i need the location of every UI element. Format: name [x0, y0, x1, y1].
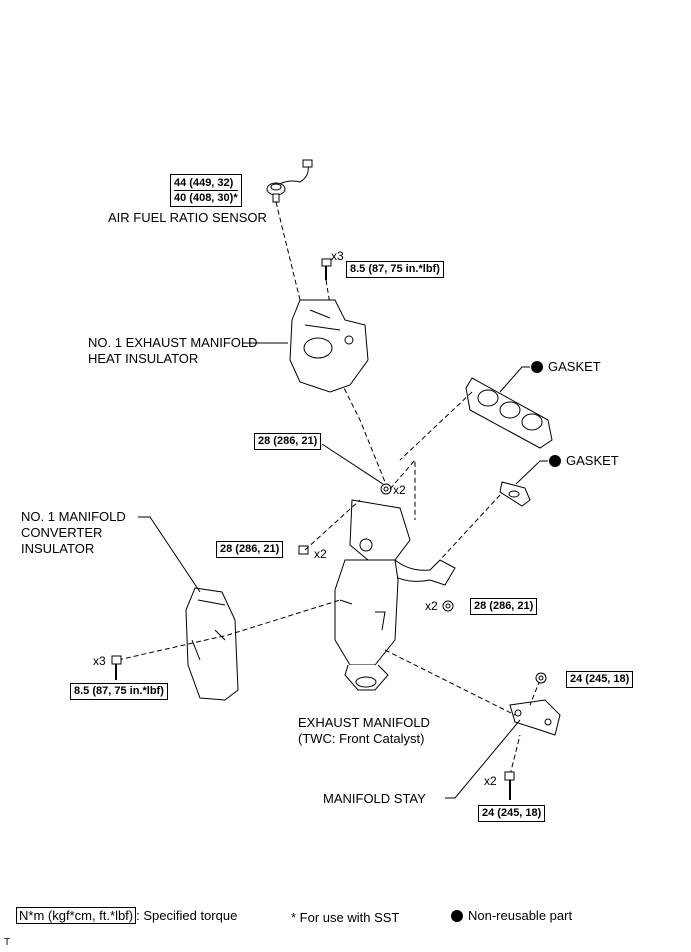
legend-non-reusable: Non-reusable part [451, 907, 572, 925]
manifold-nut-upper-qty: x2 [393, 483, 406, 497]
lower-gasket-text: GASKET [566, 453, 619, 468]
converter-bolt-torque: 8.5 (87, 75 in.*lbf) [70, 683, 168, 700]
manifold-nut-right-drawing [442, 600, 454, 612]
converter-insulator-label-line1: NO. 1 MANIFOLD [21, 509, 126, 524]
converter-insulator-label-line3: INSULATOR [21, 541, 95, 556]
stay-bolt-torque: 24 (245, 18) [478, 805, 546, 822]
converter-bolt-qty: x3 [93, 654, 106, 668]
upper-gasket-label: GASKET [531, 359, 601, 375]
corner-mark: T [4, 937, 11, 948]
sensor-torque-1: 44 (449, 32) [174, 177, 234, 189]
legend-non-reusable-text: Non-reusable part [468, 908, 573, 923]
manifold-nut-upper-torque: 28 (286, 21) [254, 433, 322, 450]
converter-bolt-drawing [111, 655, 122, 680]
air-fuel-ratio-sensor-drawing [266, 159, 313, 203]
heat-insulator-label-line1: NO. 1 EXHAUST MANIFOLD [88, 335, 258, 350]
manifold-nut-right-qty: x2 [425, 599, 438, 613]
lower-gasket-label: GASKET [549, 453, 619, 469]
legend-sst-note: * For use with SST [291, 910, 400, 925]
manifold-stay-label: MANIFOLD STAY [323, 791, 426, 806]
exhaust-manifold-label-line1: EXHAUST MANIFOLD [298, 715, 430, 730]
stay-nut-torque: 24 (245, 18) [566, 671, 634, 688]
air-fuel-ratio-sensor-label: AIR FUEL RATIO SENSOR [108, 210, 267, 225]
sensor-torque-2: 40 (408, 30)* [174, 190, 238, 204]
manifold-bolt-left-torque: 28 (286, 21) [216, 541, 284, 558]
manifold-nut-right-torque: 28 (286, 21) [470, 598, 538, 615]
stay-nut-drawing [535, 672, 547, 684]
converter-insulator-label-line2: CONVERTER [21, 525, 103, 540]
non-reusable-dot-icon [531, 361, 543, 373]
heat-insulator-bolt-qty: x3 [331, 249, 344, 263]
legend-torque: N*m (kgf*cm, ft.*lbf): Specified torque [16, 907, 237, 925]
heat-insulator-bolt-torque: 8.5 (87, 75 in.*lbf) [346, 261, 444, 278]
non-reusable-dot-icon [451, 910, 463, 922]
manifold-bolt-left-qty: x2 [314, 547, 327, 561]
exhaust-manifold-drawing [334, 499, 456, 691]
heat-insulator-label-line2: HEAT INSULATOR [88, 351, 199, 366]
lower-gasket-drawing [499, 481, 531, 507]
non-reusable-dot-icon [549, 455, 561, 467]
stay-bolt-drawing [504, 771, 515, 800]
manifold-stay-drawing [509, 699, 561, 736]
legend-torque-desc: : Specified torque [136, 908, 238, 923]
sensor-torque-box: 44 (449, 32) 40 (408, 30)* [170, 174, 242, 207]
stay-bolt-qty: x2 [484, 774, 497, 788]
converter-insulator-drawing [185, 587, 239, 701]
exhaust-manifold-label-line2: (TWC: Front Catalyst) [298, 731, 425, 746]
legend-torque-unit: N*m (kgf*cm, ft.*lbf) [16, 907, 137, 924]
heat-insulator-drawing [289, 299, 369, 393]
upper-gasket-text: GASKET [548, 359, 601, 374]
manifold-nut-upper-drawing [380, 483, 392, 495]
upper-gasket-drawing [465, 377, 553, 449]
manifold-bolt-left-drawing [298, 499, 361, 555]
